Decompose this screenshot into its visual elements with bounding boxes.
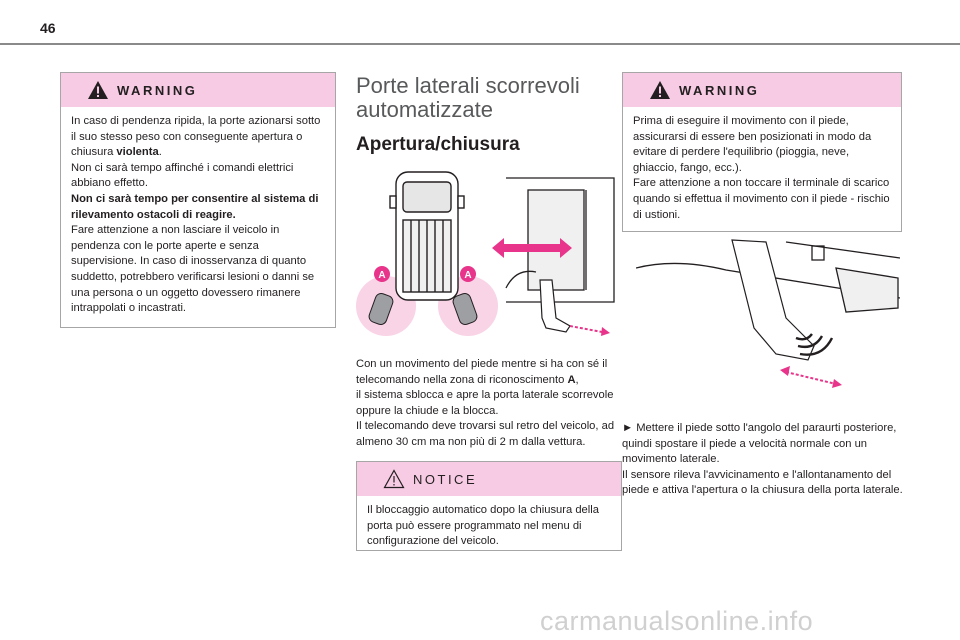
notice-box: NOTICE Il bloccaggio automatico dopo la … [356, 461, 622, 551]
warning-body: Prima di eseguire il movimento con il pi… [633, 115, 890, 221]
notice-title: NOTICE [413, 471, 478, 487]
section-subtitle: Apertura/chiusura [356, 134, 520, 155]
warning-title: WARNING [679, 82, 760, 98]
sensor-waves-icon [795, 333, 834, 356]
door-movement-arrow-icon [492, 238, 572, 258]
bullet-arrow-icon: ► [622, 422, 634, 434]
instruction-text: ► Mettere il piede sotto l'angolo del pa… [622, 422, 903, 497]
van-illustration: A A [356, 171, 615, 336]
leg-icon [539, 279, 571, 333]
warning-triangle-icon [650, 81, 670, 99]
section-title: Porte laterali scorrevoli automatizzate [356, 73, 580, 122]
warning-paragraph: Non ci sarà tempo affinché i comandi ele… [71, 161, 294, 190]
foot-bumper-illustration [636, 239, 900, 388]
warning-paragraph: Fare attenzione a non lasciare il veicol… [71, 224, 315, 315]
foot-motion-arrow-icon [780, 366, 842, 388]
description-text: Con un movimento del piede mentre si ha … [356, 358, 615, 448]
header-rule [0, 43, 960, 45]
rear-bumper [636, 241, 900, 313]
warning-body: In caso di pendenza ripida, la porte azi… [61, 107, 335, 325]
foot-motion-arrow-icon [569, 325, 610, 336]
warning-paragraph: In caso di pendenza ripida, la porte azi… [71, 115, 321, 159]
key-fob-icon [368, 293, 478, 325]
sliding-door-view [505, 177, 615, 303]
notice-header: NOTICE [357, 462, 621, 496]
notice-body: Il bloccaggio automatico dopo la chiusur… [367, 504, 599, 548]
leg-icon [731, 239, 815, 361]
zone-label-a-right: A [460, 266, 476, 282]
warning-header: WARNING [61, 73, 335, 107]
notice-triangle-icon [383, 469, 405, 489]
watermark: carmanualsonline.info [540, 606, 814, 636]
warning-triangle-icon [88, 81, 108, 99]
zone-label-a-left: A [374, 266, 390, 282]
warning-box-left: WARNING In caso di pendenza ripida, la p… [60, 72, 336, 328]
svg-text:A: A [464, 270, 471, 281]
van-top-view [389, 171, 465, 301]
warning-title: WARNING [117, 82, 198, 98]
warning-paragraph-bold: Non ci sarà tempo per consentire al sist… [71, 192, 319, 221]
svg-text:A: A [378, 270, 385, 281]
warning-box-right: WARNING Prima di eseguire il movimento c… [622, 72, 902, 232]
warning-header: WARNING [623, 73, 901, 107]
page-number: 46 [40, 20, 56, 36]
